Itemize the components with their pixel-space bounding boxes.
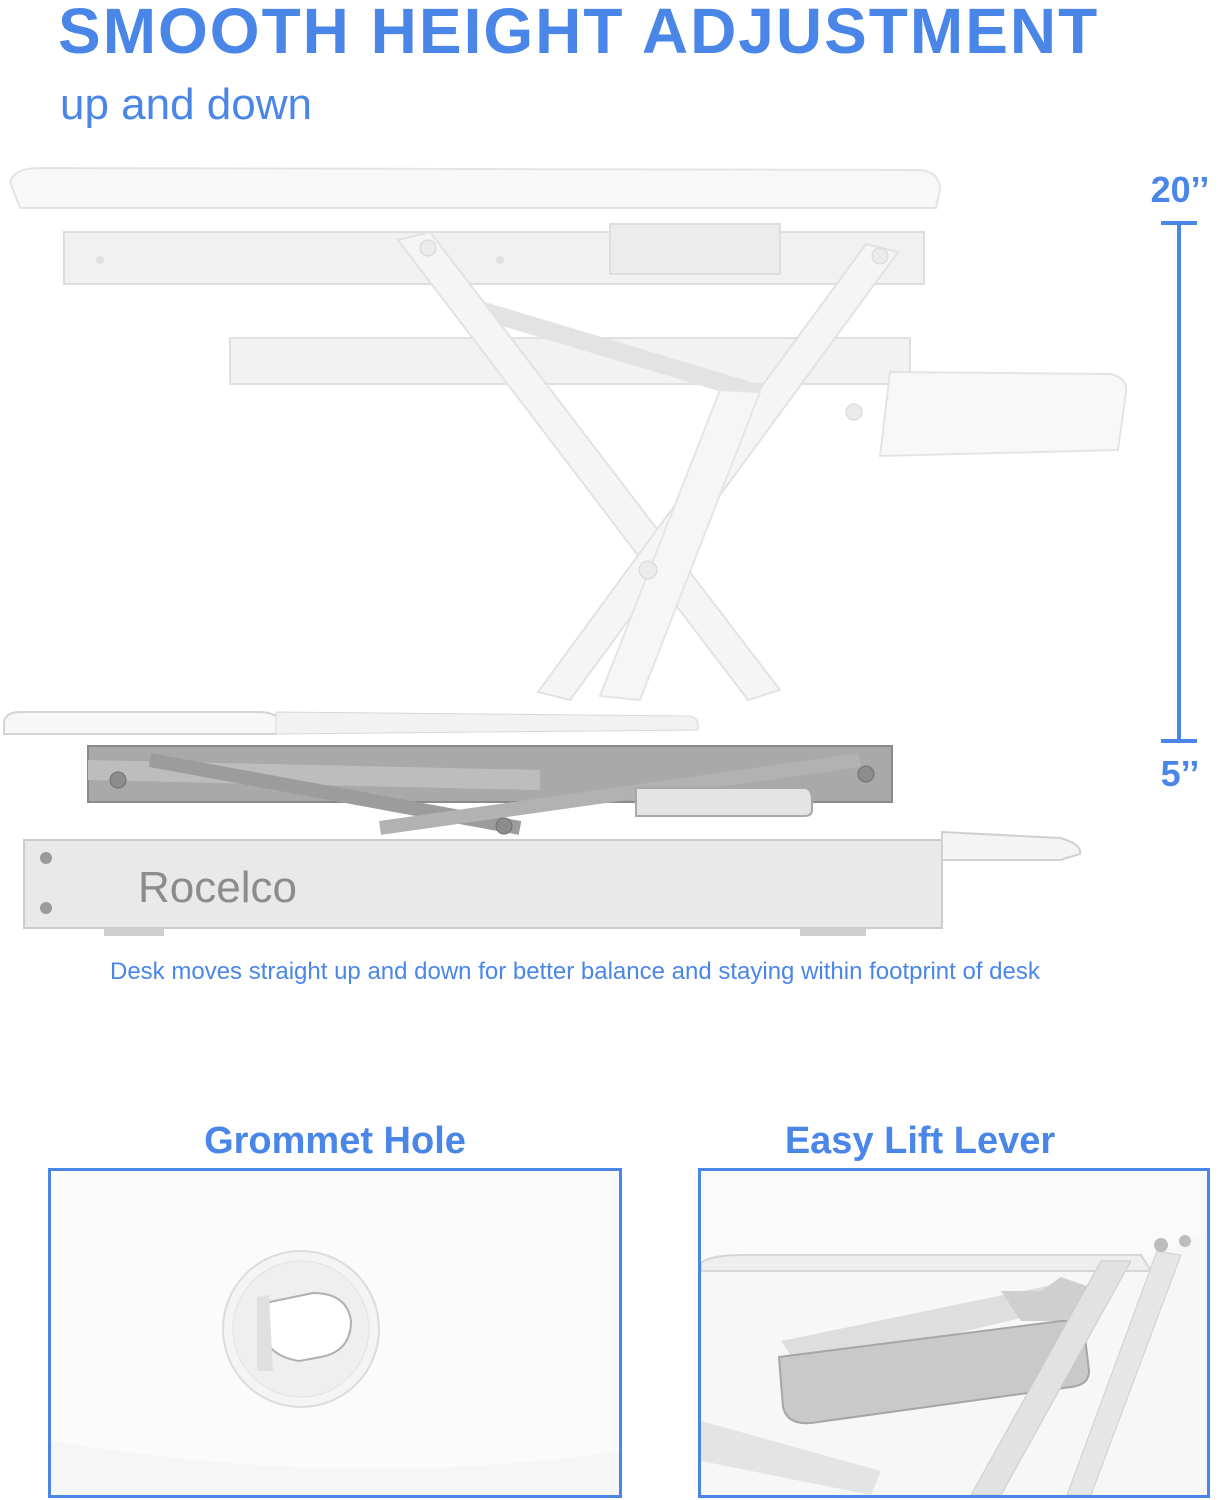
grommet-hole-title: Grommet Hole xyxy=(204,1120,466,1162)
grommet-hole-image xyxy=(51,1171,619,1495)
easy-lift-lever-title: Easy Lift Lever xyxy=(784,1120,1056,1162)
easy-lift-lever-panel xyxy=(698,1168,1210,1498)
subheadline: up and down xyxy=(60,80,312,129)
caption: Desk moves straight up and down for bett… xyxy=(110,958,1040,985)
scale-bottom-cap xyxy=(1161,739,1197,743)
grommet-hole-panel xyxy=(48,1168,622,1498)
height-scale: 20’’ 5’’ xyxy=(1140,165,1220,805)
brand-logo: Rocelco xyxy=(138,863,297,912)
max-height-label: 20’’ xyxy=(1150,169,1210,210)
lowered-desk: Rocelco xyxy=(3,711,1082,936)
min-height-label: 5’’ xyxy=(1160,753,1200,794)
easy-lift-lever-image xyxy=(701,1171,1207,1495)
raised-desk-ghost xyxy=(8,166,1128,702)
headline: SMOOTH HEIGHT ADJUSTMENT xyxy=(58,0,1100,67)
scale-line xyxy=(1177,223,1181,741)
standing-desk-illustration: Rocelco xyxy=(3,166,1128,936)
